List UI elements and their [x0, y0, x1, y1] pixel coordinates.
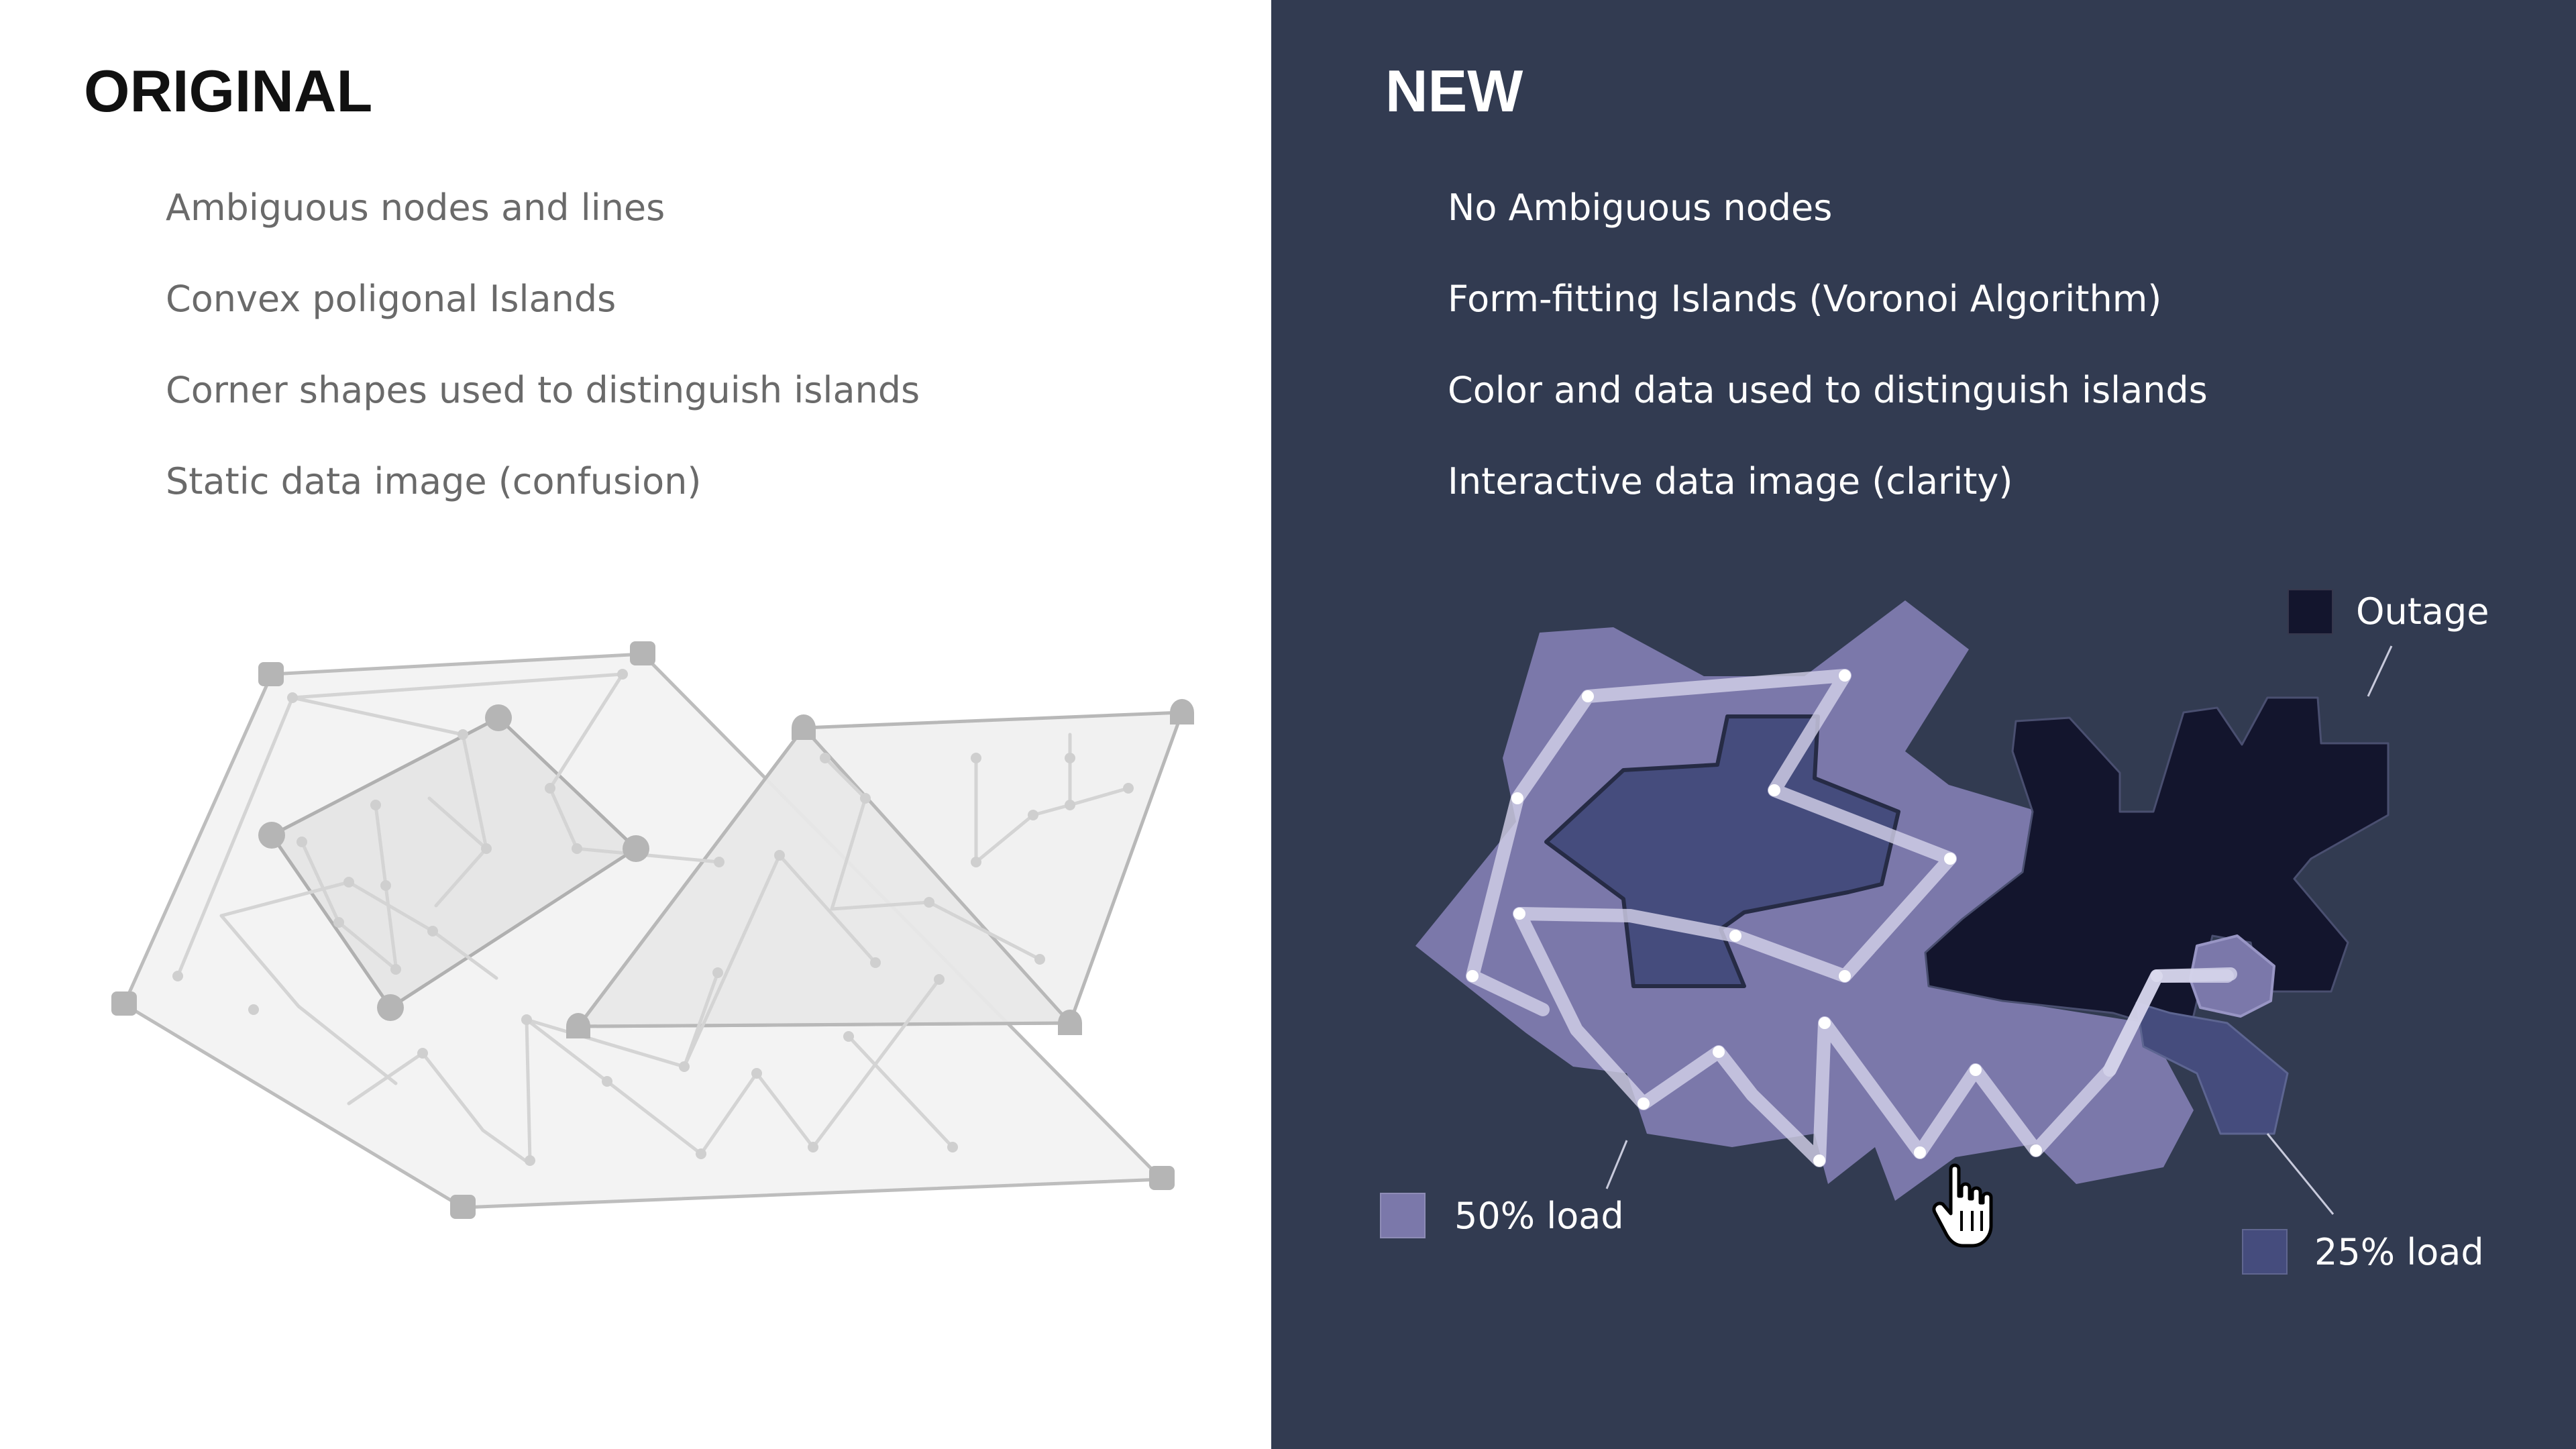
new-island-diagram	[1415, 600, 2393, 1248]
dome-node	[1170, 699, 1194, 724]
dome-node	[792, 714, 816, 740]
half-load-leader-line	[1605, 1140, 1628, 1189]
dome-node	[566, 1013, 590, 1038]
triangle-island-hull	[576, 726, 1072, 1028]
half-load-legend-swatch	[1380, 1193, 1426, 1238]
original-network-diagram	[111, 641, 1194, 1219]
square-node	[258, 662, 284, 686]
original-bullet-1: Ambiguous nodes and lines	[166, 186, 665, 229]
circle-node	[377, 994, 404, 1021]
circle-node	[258, 822, 285, 849]
hand-pointer-icon	[1932, 1163, 1993, 1248]
square-node	[111, 991, 137, 1016]
square-node	[630, 641, 655, 665]
quarter-load-legend-swatch	[2242, 1229, 2288, 1275]
quarter-load-leader-line	[2266, 1133, 2334, 1215]
network-joint-dots	[172, 669, 1134, 1166]
circle-node	[623, 835, 649, 862]
original-bullet-4: Static data image (confusion)	[166, 460, 702, 502]
outage-legend-label: Outage	[2356, 590, 2489, 633]
new-bullet-4: Interactive data image (clarity)	[1448, 460, 2013, 502]
outage-leader-line	[2367, 645, 2393, 697]
square-node	[450, 1195, 476, 1219]
original-heading: ORIGINAL	[84, 58, 373, 124]
half-load-legend-label: 50% load	[1454, 1195, 1624, 1237]
original-bullet-3: Corner shapes used to distinguish island…	[166, 369, 920, 411]
circle-node	[485, 704, 512, 731]
island-outage[interactable]	[1924, 696, 2390, 1031]
dome-node	[1058, 1010, 1082, 1035]
quarter-load-legend-label: 25% load	[2314, 1231, 2484, 1273]
new-bullet-1: No Ambiguous nodes	[1448, 186, 1833, 229]
new-heading: NEW	[1385, 58, 1523, 124]
original-bullet-2: Convex poligonal Islands	[166, 278, 616, 320]
corner-markers	[111, 641, 1194, 1219]
square-node	[1149, 1166, 1175, 1190]
new-bullet-3: Color and data used to distinguish islan…	[1448, 369, 2208, 411]
original-bullet-list: Ambiguous nodes and lines Convex poligon…	[166, 190, 920, 555]
flow-line-extension	[2103, 967, 2237, 1077]
new-panel	[1271, 0, 2576, 1449]
flow-lines	[1466, 669, 2234, 1167]
new-bullet-2: Form-fitting Islands (Voronoi Algorithm)	[1448, 278, 2162, 320]
outage-legend-swatch	[2288, 589, 2333, 635]
island-25-load-lower[interactable]	[2135, 1002, 2289, 1135]
new-bullet-list: No Ambiguous nodes Form-fitting Islands …	[1448, 190, 2208, 555]
